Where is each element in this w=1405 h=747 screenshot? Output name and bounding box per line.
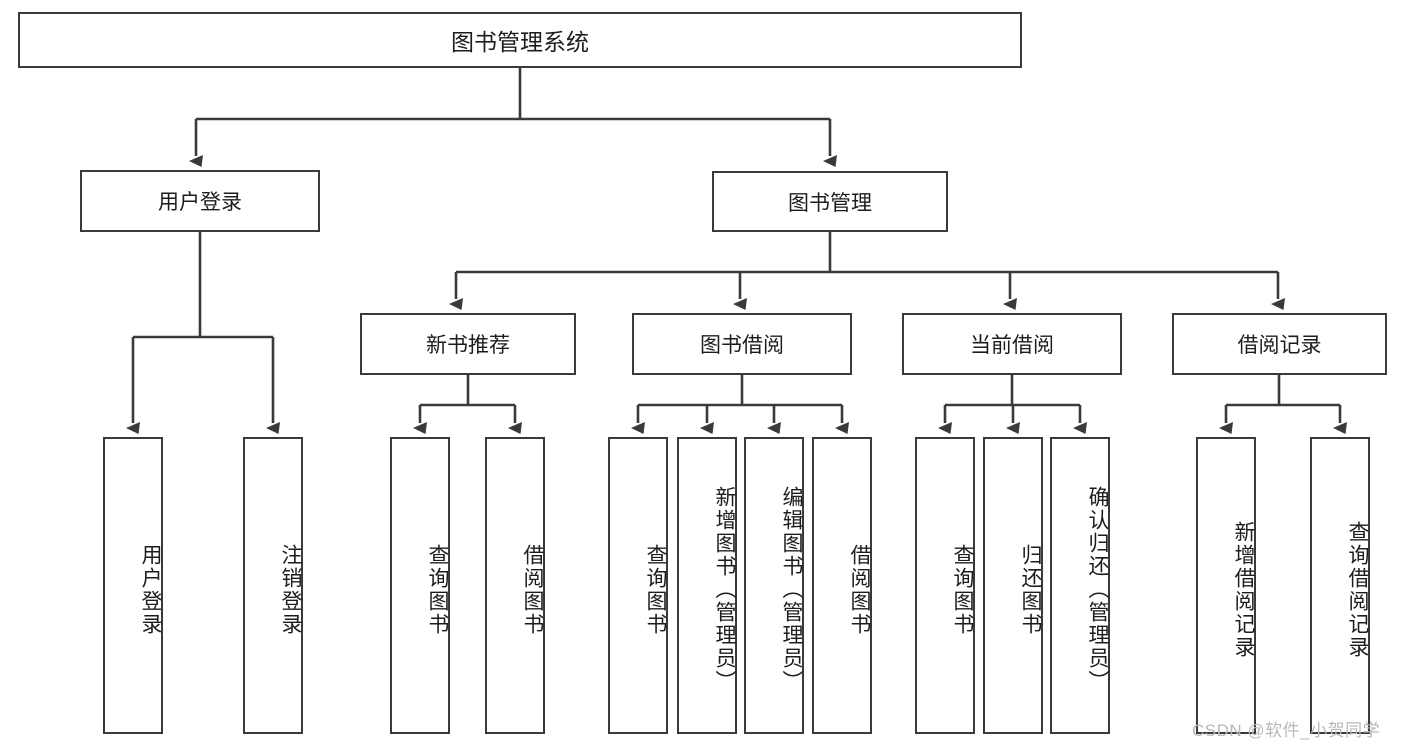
node-leaf-0[interactable]: 用户登录 [103, 437, 163, 734]
node-leaf-5[interactable]: 新增图书（管理员） [677, 437, 737, 734]
node-leaf-10[interactable]: 确认归还（管理员） [1050, 437, 1110, 734]
node-label: 图书借阅 [700, 334, 784, 357]
node-root-图书管理系统[interactable]: 图书管理系统 [18, 12, 1022, 68]
node-leaf-9[interactable]: 归还图书 [983, 437, 1043, 734]
node-label: 借阅图书 [848, 543, 871, 636]
node-label: 确认归还（管理员） [1086, 486, 1109, 693]
node-leaf-6[interactable]: 编辑图书（管理员） [744, 437, 804, 734]
node-label: 图书管理 [788, 191, 872, 215]
node-label: 编辑图书（管理员） [780, 486, 803, 693]
node-label: 用户登录 [158, 191, 242, 214]
node-label: 查询借阅记录 [1346, 520, 1369, 659]
node-leaf-1[interactable]: 注销登录 [243, 437, 303, 734]
node-label: 查询图书 [644, 543, 667, 636]
node-leaf-8[interactable]: 查询图书 [915, 437, 975, 734]
node-label: 用户登录 [139, 543, 162, 636]
node-level3-1[interactable]: 图书借阅 [632, 313, 852, 375]
node-label: 借阅图书 [521, 543, 544, 636]
node-label: 当前借阅 [970, 334, 1054, 357]
node-label: 借阅记录 [1237, 334, 1322, 357]
node-label: 注销登录 [279, 543, 302, 636]
node-leaf-3[interactable]: 借阅图书 [485, 437, 545, 734]
node-label: 新书推荐 [426, 334, 510, 357]
node-leaf-2[interactable]: 查询图书 [390, 437, 450, 734]
node-leaf-12[interactable]: 查询借阅记录 [1310, 437, 1370, 734]
node-label: 查询图书 [951, 543, 974, 636]
node-leaf-7[interactable]: 借阅图书 [812, 437, 872, 734]
node-level3-3[interactable]: 借阅记录 [1172, 313, 1387, 375]
node-leaf-11[interactable]: 新增借阅记录 [1196, 437, 1256, 734]
node-label: 查询图书 [426, 543, 449, 636]
node-label: 图书管理系统 [451, 29, 589, 55]
node-leaf-4[interactable]: 查询图书 [608, 437, 668, 734]
node-label: 归还图书 [1019, 543, 1042, 636]
node-label: 新增图书（管理员） [713, 486, 736, 693]
node-level2-1[interactable]: 图书管理 [712, 171, 948, 232]
node-level3-0[interactable]: 新书推荐 [360, 313, 576, 375]
csdn-watermark: CSDN @软件_小贺同学 [1192, 721, 1381, 740]
node-label: 新增借阅记录 [1232, 520, 1255, 659]
node-level2-0[interactable]: 用户登录 [80, 170, 320, 232]
node-level3-2[interactable]: 当前借阅 [902, 313, 1122, 375]
